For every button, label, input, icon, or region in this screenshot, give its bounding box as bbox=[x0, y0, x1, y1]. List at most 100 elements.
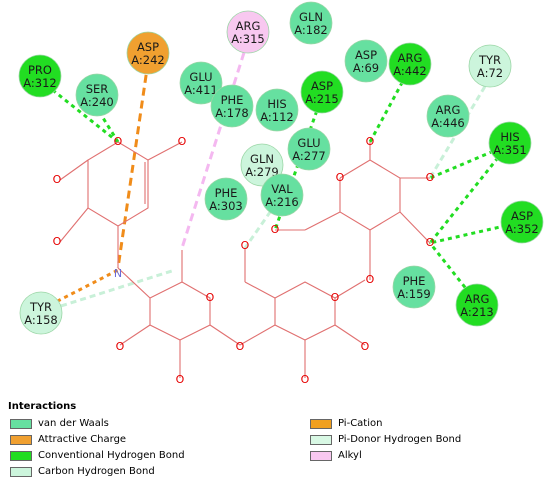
residue-bubble bbox=[468, 44, 512, 88]
residue-name: ASP bbox=[355, 48, 377, 62]
residue-name: GLU bbox=[297, 136, 320, 150]
residue-name: SER bbox=[86, 82, 109, 96]
oxygen-atom: O bbox=[53, 173, 62, 186]
residue-chain: A:303 bbox=[209, 199, 243, 213]
residue-name: VAL bbox=[271, 182, 293, 196]
residue-bubble bbox=[240, 143, 284, 187]
residue-chain: A:213 bbox=[460, 305, 494, 319]
residue-bubble bbox=[300, 70, 344, 114]
residue-name: ASP bbox=[511, 209, 533, 223]
hbond-line-arg442 bbox=[368, 67, 412, 143]
oxygen-atom: O bbox=[331, 291, 340, 304]
residue-bubble bbox=[210, 84, 254, 128]
legend-label: Conventional Hydrogen Bond bbox=[38, 450, 185, 461]
residue-chain: A:178 bbox=[215, 106, 249, 120]
residue-chain: A:279 bbox=[245, 165, 279, 179]
residue-chain: A:216 bbox=[265, 195, 299, 209]
nitrogen-atom: N bbox=[114, 267, 122, 280]
residue-bubble bbox=[500, 200, 544, 244]
residue-name: PHE bbox=[215, 186, 238, 200]
oxygen-atom: O bbox=[366, 135, 375, 148]
residue-chain: A:182 bbox=[294, 23, 328, 37]
residue-name: ASP bbox=[137, 40, 159, 54]
oxygen-atom: O bbox=[176, 373, 185, 386]
oxygen-atom: O bbox=[361, 340, 370, 353]
residue-name: PRO bbox=[28, 63, 52, 77]
legend-label: Pi-Donor Hydrogen Bond bbox=[338, 434, 462, 445]
residue-name: PHE bbox=[403, 274, 426, 288]
residue-bubble bbox=[19, 291, 63, 335]
residue-bubble bbox=[179, 61, 223, 105]
legend-item-attractive: Attractive Charge bbox=[10, 434, 126, 445]
residue-bubble bbox=[126, 31, 170, 75]
legend-swatch-alkyl bbox=[310, 450, 332, 461]
legend-swatch-attractive bbox=[10, 434, 32, 445]
hbond-line-his351 bbox=[429, 143, 509, 180]
residue-bubble bbox=[426, 94, 470, 138]
legend-item-conventional: Conventional Hydrogen Bond bbox=[10, 450, 185, 461]
oxygen-atom: O bbox=[366, 273, 375, 286]
residue-name: TYR bbox=[29, 300, 52, 314]
legend-swatch-pication bbox=[310, 418, 332, 429]
residue-bubble bbox=[18, 54, 62, 98]
legend-item-alkyl: Alkyl bbox=[310, 450, 362, 461]
legend-label: Attractive Charge bbox=[38, 434, 127, 445]
legend: Interactions van der Waals Attractive Ch… bbox=[0, 395, 550, 484]
legend-swatch-carbon bbox=[10, 466, 32, 477]
residue-name: TYR bbox=[478, 53, 501, 67]
residue-name: ARG bbox=[465, 292, 490, 306]
oxygen-atom: O bbox=[236, 340, 245, 353]
oxygen-atom: O bbox=[336, 171, 345, 184]
residue-chain: A:351 bbox=[493, 143, 527, 157]
residue-bubble bbox=[388, 42, 432, 86]
alkyl-line-arg315 bbox=[180, 39, 250, 249]
carbon-line-tyr158 bbox=[41, 268, 176, 314]
legend-title: Interactions bbox=[8, 401, 77, 412]
residue-name: ARG bbox=[436, 103, 461, 117]
oxygen-atom: O bbox=[241, 239, 250, 252]
oxygen-atom: O bbox=[301, 373, 310, 386]
residue-name: GLN bbox=[250, 152, 274, 166]
residue-bubble bbox=[289, 1, 333, 45]
residue-chain: A:240 bbox=[80, 95, 114, 109]
legend-label: van der Waals bbox=[38, 418, 109, 429]
legend-swatch-vdw bbox=[10, 418, 32, 429]
oxygen-atom: O bbox=[426, 236, 435, 249]
oxygen-atom: O bbox=[178, 135, 187, 148]
atom-labels: O O O O N O O O O O O O O O O O O O O bbox=[53, 135, 435, 386]
residue-bubble bbox=[204, 177, 248, 221]
residue-name: ASP bbox=[311, 79, 333, 93]
legend-swatch-conventional bbox=[10, 450, 32, 461]
oxygen-atom: O bbox=[271, 223, 280, 236]
legend-swatch-pidonor bbox=[310, 434, 332, 445]
oxygen-atom: O bbox=[53, 235, 62, 248]
ligand-bonds bbox=[59, 141, 431, 378]
residue-chain: A:277 bbox=[292, 149, 326, 163]
residue-bubble bbox=[392, 265, 436, 309]
legend-label: Pi-Cation bbox=[338, 418, 383, 429]
interaction-diagram: O O O O N O O O O O O O O O O O O O O PR… bbox=[18, 1, 544, 386]
oxygen-atom: O bbox=[114, 135, 123, 148]
residue-bubble bbox=[287, 127, 331, 171]
oxygen-atom: O bbox=[206, 291, 215, 304]
residue-name: HIS bbox=[267, 97, 286, 111]
residue-chain: A:312 bbox=[23, 76, 57, 90]
residue-bubble bbox=[260, 173, 304, 217]
attractive-line-asp242 bbox=[116, 61, 150, 269]
residue-name: PHE bbox=[221, 93, 244, 107]
